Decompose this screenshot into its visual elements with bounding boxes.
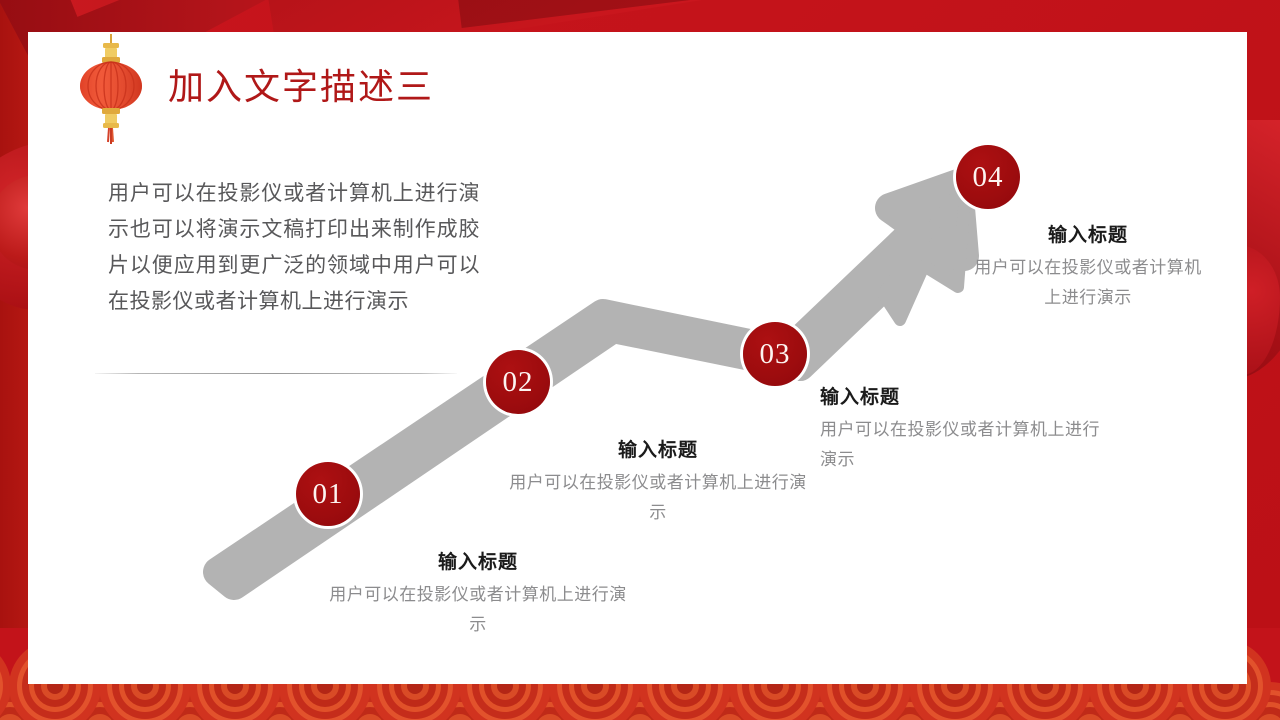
step-circle-01[interactable]: 01 bbox=[296, 462, 360, 526]
step-title-02: 输入标题 bbox=[617, 440, 698, 461]
step-text-02: 输入标题 用户可以在投影仪或者计算机上进行演示 bbox=[508, 435, 808, 528]
step-circle-04[interactable]: 04 bbox=[956, 145, 1020, 209]
step-desc-04: 用户可以在投影仪或者计算机上进行演示 bbox=[974, 258, 1202, 307]
growth-arrow-graphic bbox=[28, 32, 1247, 684]
step-text-04: 输入标题 用户可以在投影仪或者计算机上进行演示 bbox=[973, 220, 1203, 313]
intro-divider bbox=[95, 373, 457, 374]
step-text-01: 输入标题 用户可以在投影仪或者计算机上进行演示 bbox=[328, 547, 628, 640]
step-title-04: 输入标题 bbox=[1047, 225, 1128, 246]
page-title: 加入文字描述三 bbox=[168, 67, 435, 107]
chinese-lantern-icon bbox=[75, 34, 147, 146]
step-title-03: 输入标题 bbox=[820, 387, 901, 408]
step-text-03: 输入标题 用户可以在投影仪或者计算机上进行演示 bbox=[820, 382, 1110, 475]
step-desc-03: 用户可以在投影仪或者计算机上进行演示 bbox=[820, 420, 1100, 469]
step-desc-02: 用户可以在投影仪或者计算机上进行演示 bbox=[509, 473, 807, 522]
intro-paragraph: 用户可以在投影仪或者计算机上进行演示也可以将演示文稿打印出来制作成胶片以便应用到… bbox=[108, 181, 480, 313]
step-circle-03[interactable]: 03 bbox=[743, 322, 807, 386]
content-card: 加入文字描述三 用户可以在投影仪或者计算机上进行演示也可以将演示文稿打印出来制作… bbox=[28, 32, 1247, 684]
step-title-01: 输入标题 bbox=[437, 552, 518, 573]
step-desc-01: 用户可以在投影仪或者计算机上进行演示 bbox=[329, 585, 627, 634]
step-circle-02[interactable]: 02 bbox=[486, 350, 550, 414]
